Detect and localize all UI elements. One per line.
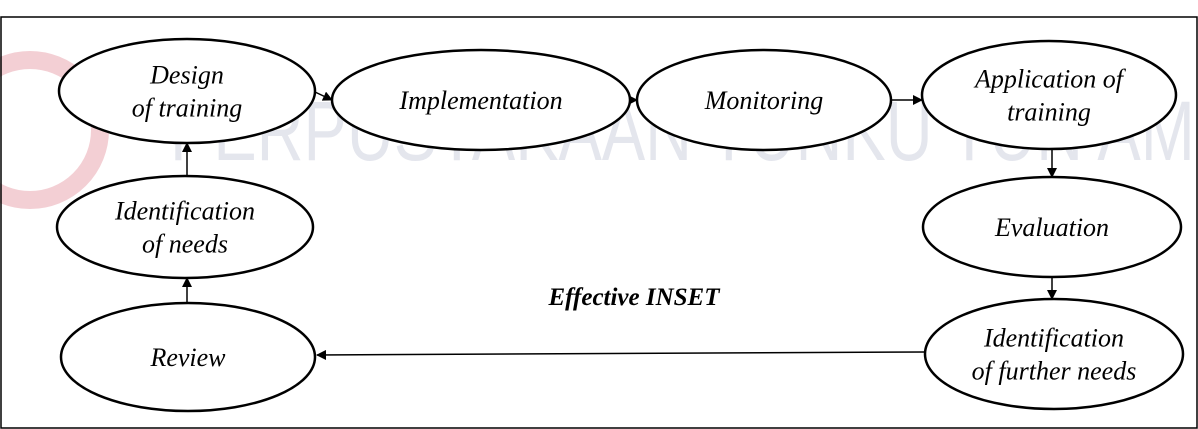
diagram-frame [0,16,1198,429]
node-label-line: training [1007,98,1091,127]
node-ellipse [920,39,1178,151]
node-ellipse [59,301,317,413]
node-label-line: Design [149,61,224,90]
node-design: Design of training [57,37,317,145]
center-label: Effective INSET [547,284,721,311]
node-evaluation: Evaluation [921,175,1183,279]
node-ellipse [921,175,1183,279]
node-application: Application of training [920,39,1178,151]
node-needs: Identification of needs [55,174,315,280]
edge-layer [182,91,1057,360]
node-ellipse [635,48,893,152]
node-label-line: of further needs [972,357,1137,386]
edge-arrow-further-needs-to-review [316,349,926,360]
node-ellipse [57,37,317,145]
node-ellipse [923,297,1185,411]
node-label-line: Implementation [398,86,562,115]
node-ellipse [330,48,632,152]
edge-arrow-design-to-implementation [314,91,333,101]
node-implementation: Implementation [330,48,632,152]
node-monitoring: Monitoring [635,48,893,152]
node-label-line: Monitoring [704,86,823,115]
node-label-line: Evaluation [994,213,1109,242]
node-ellipse [55,174,315,280]
node-label-line: Identification [114,197,255,226]
node-label-line: Review [149,343,226,372]
node-further-needs: Identification of further needs [923,297,1185,411]
node-layer: Design of training Implementation Monitorin… [55,37,1185,413]
node-label-line: Application of [973,65,1127,94]
node-label-line: of training [132,94,243,123]
node-label-line: of needs [142,230,228,259]
node-label-line: Identification [983,324,1124,353]
node-review: Review [59,301,317,413]
